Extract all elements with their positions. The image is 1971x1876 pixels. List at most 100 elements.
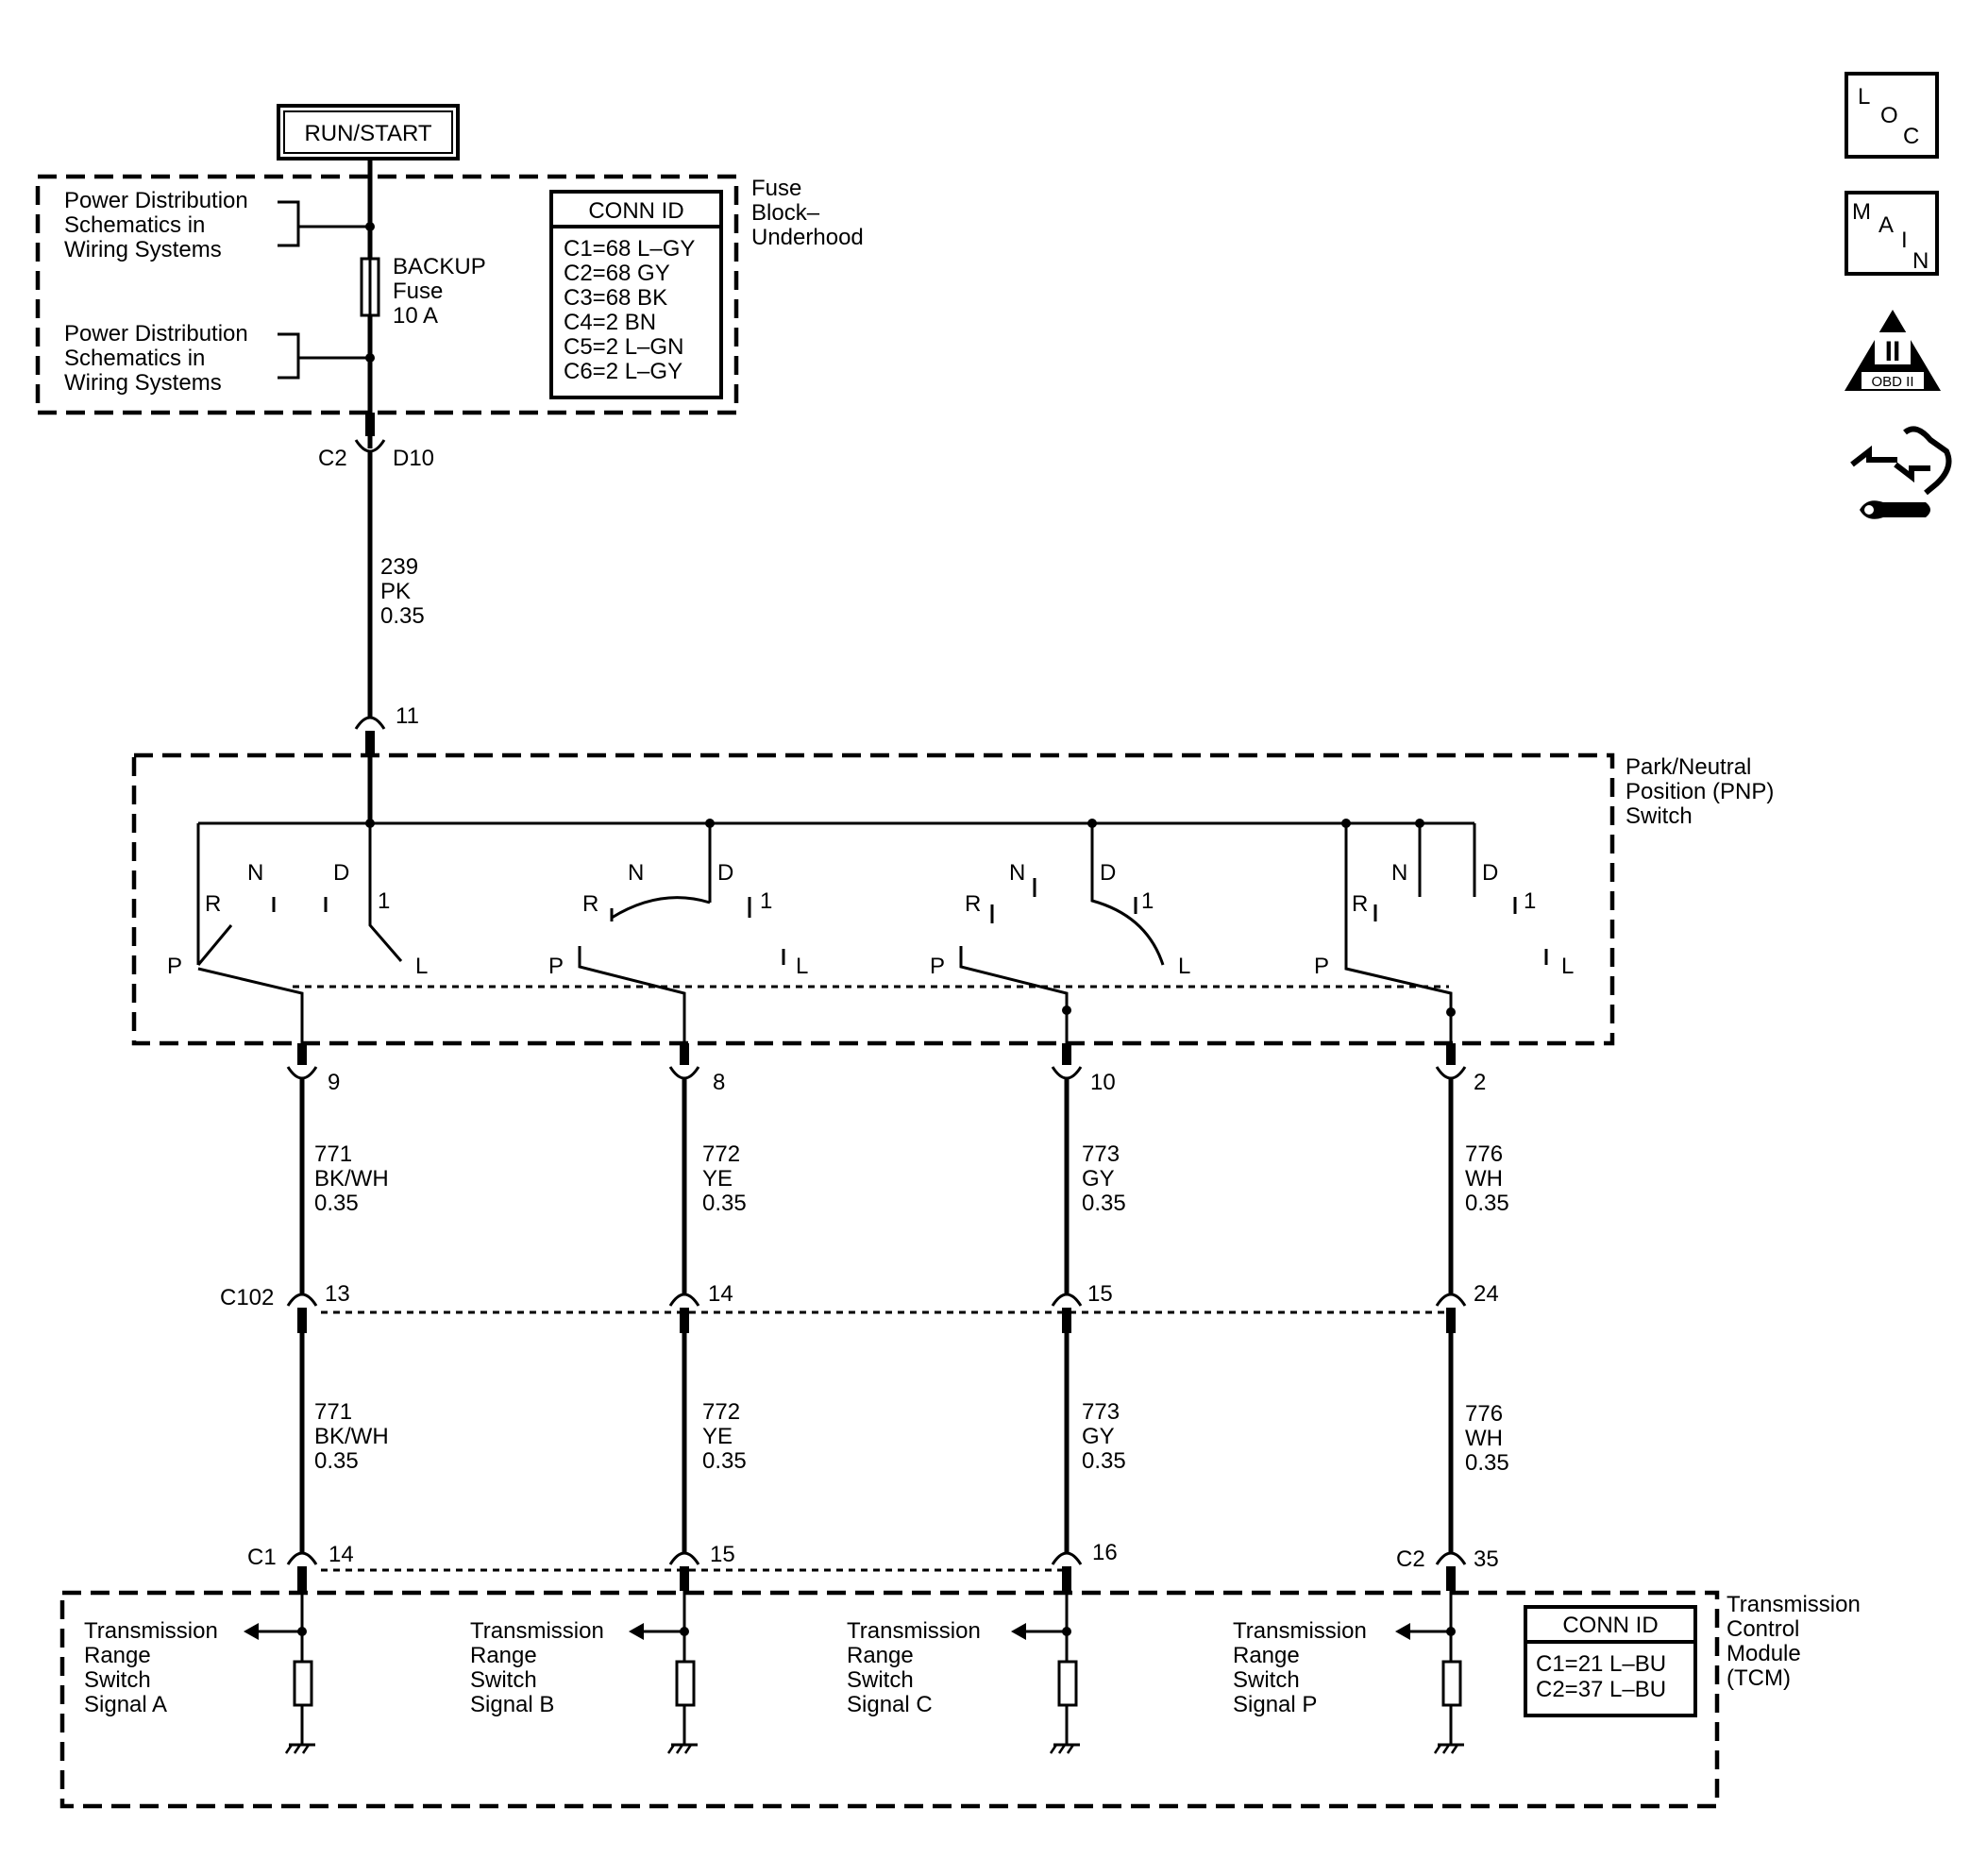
pnp-pin-11-connector: 11 [354,703,419,755]
main-icon-letter: A [1878,212,1894,238]
pnp-name-line: Switch [1626,803,1693,829]
signal-label-line: Switch [84,1667,151,1693]
wire-label-line: 773 [1082,1141,1120,1167]
fuse-block-boundary [35,174,739,415]
pin-label: 14 [708,1281,733,1307]
pos-label: L [796,954,808,979]
loc-icon-letter: C [1903,124,1919,149]
ref-top-line: Power Distribution [64,188,248,213]
fuse-block-name: Fuse Block– Underhood [751,176,864,250]
pin-label: 8 [713,1070,725,1095]
ref-top-line: Schematics in [64,212,205,238]
signal-label-line: Transmission [1233,1618,1367,1644]
ground-icon [1433,1743,1464,1754]
fuse-label-line: 10 A [393,303,438,329]
tcm-name-line: Transmission [1727,1592,1861,1617]
wire-label-line: PK [380,579,411,604]
pos-label: 1 [760,888,772,914]
wire-label-line: 771 [314,1399,352,1425]
wire-label-line: BK/WH [314,1424,389,1449]
pos-label: D [333,860,349,886]
conn-id-row: C2=68 GY [564,261,670,286]
pnp-section-c: R N D 1 L P [930,823,1190,1046]
pos-label: R [1352,891,1368,917]
pin-label: 13 [325,1281,350,1307]
pos-label: 1 [1141,888,1154,914]
pos-label: L [1561,954,1574,979]
wire-label-line: BK/WH [314,1166,389,1192]
wire-label-line: YE [702,1166,733,1192]
conn-id-title: CONN ID [588,198,683,224]
wire-label-line: 0.35 [1082,1448,1126,1474]
obd-ii-numeral: II [1885,336,1901,367]
conn-id-title: CONN ID [1562,1613,1658,1638]
tcm-c2-label: C2 [1396,1546,1425,1572]
wire-label-line: WH [1465,1166,1503,1192]
signal-label-line: Signal B [470,1692,554,1717]
fuse-block-name-line: Block– [751,200,820,226]
pin-label: 15 [710,1542,735,1567]
wire-label-line: GY [1082,1424,1115,1449]
pos-label: N [247,860,263,886]
service-hand-wrench-icon[interactable] [1850,426,1952,519]
fuse-label-line: BACKUP [393,254,486,279]
circuit-signal-b: 8 772 YE 0.35 14 772 YE 0.35 15 Transmis… [470,1043,747,1754]
pos-label: R [205,891,221,917]
wire-label-line: 773 [1082,1399,1120,1425]
wire-label-line: 0.35 [702,1448,747,1474]
fuse-block-name-line: Underhood [751,225,864,250]
pnp-switch-name: Park/Neutral Position (PNP) Switch [1626,754,1774,829]
c102-label: C102 [220,1285,274,1310]
circuit-signal-a: 9 771 BK/WH 0.35 13 771 BK/WH 0.35 14 Tr… [84,1043,389,1754]
signal-label-line: Switch [1233,1667,1300,1693]
conn-id-row: C2=37 L–BU [1536,1677,1666,1702]
pnp-name-line: Park/Neutral [1626,754,1751,780]
tcm-boundary [59,1590,1720,1809]
pos-label: P [167,954,182,979]
signal-label-line: Signal C [847,1692,933,1717]
main-icon[interactable]: M A I N [1845,191,1939,276]
conn-id-row: C3=68 BK [564,285,667,311]
conn-id-row: C6=2 L–GY [564,359,682,384]
pin-label: 2 [1474,1070,1486,1095]
signal-label-line: Range [847,1643,914,1668]
pos-label: D [1482,860,1498,886]
wire-label-line: WH [1465,1426,1503,1451]
pnp-section-d: R N D 1 L P [1314,823,1574,1046]
main-icon-letter: N [1912,248,1929,274]
pin-label: 35 [1474,1546,1499,1572]
pos-label: D [1100,860,1116,886]
wire-label-line: 0.35 [1082,1191,1126,1216]
connector-c2-d10: C2 D10 [318,413,434,471]
ground-icon [1049,1743,1080,1754]
wire-label-line: 776 [1465,1141,1503,1167]
power-distribution-ref-top: Power Distribution Schematics in Wiring … [64,188,370,262]
wire-label-line: 776 [1465,1401,1503,1427]
ref-bottom-line: Power Distribution [64,321,248,346]
pos-label: P [1314,954,1329,979]
ref-bottom-line: Schematics in [64,346,205,371]
circuit-signal-p: 2 776 WH 0.35 24 776 WH 0.35 35 Transmis… [1233,1043,1509,1754]
pos-label: P [930,954,945,979]
pos-label: 1 [1524,888,1536,914]
obd-ii-icon[interactable]: II OBD II [1845,310,1941,391]
wire-label-line: 239 [380,554,418,580]
signal-label-line: Transmission [470,1618,604,1644]
tcm-name-line: (TCM) [1727,1665,1791,1691]
run-start-label: RUN/START [304,121,431,146]
signal-label-line: Transmission [84,1618,218,1644]
wire-label-line: YE [702,1424,733,1449]
pin-label: 24 [1474,1281,1499,1307]
loc-icon[interactable]: L O C [1845,72,1939,159]
wire-label-line: 0.35 [1465,1450,1509,1476]
conn-id-row: C1=21 L–BU [1536,1651,1666,1677]
pin-label: 9 [328,1070,340,1095]
signal-label-line: Signal A [84,1692,167,1717]
wire-label-line: 0.35 [702,1191,747,1216]
wire-label-line: 771 [314,1141,352,1167]
signal-label-line: Transmission [847,1618,981,1644]
tcm-conn-id-table: CONN ID C1=21 L–BU C2=37 L–BU [1524,1605,1697,1717]
pos-label: N [1391,860,1407,886]
fuse-block-name-line: Fuse [751,176,801,201]
